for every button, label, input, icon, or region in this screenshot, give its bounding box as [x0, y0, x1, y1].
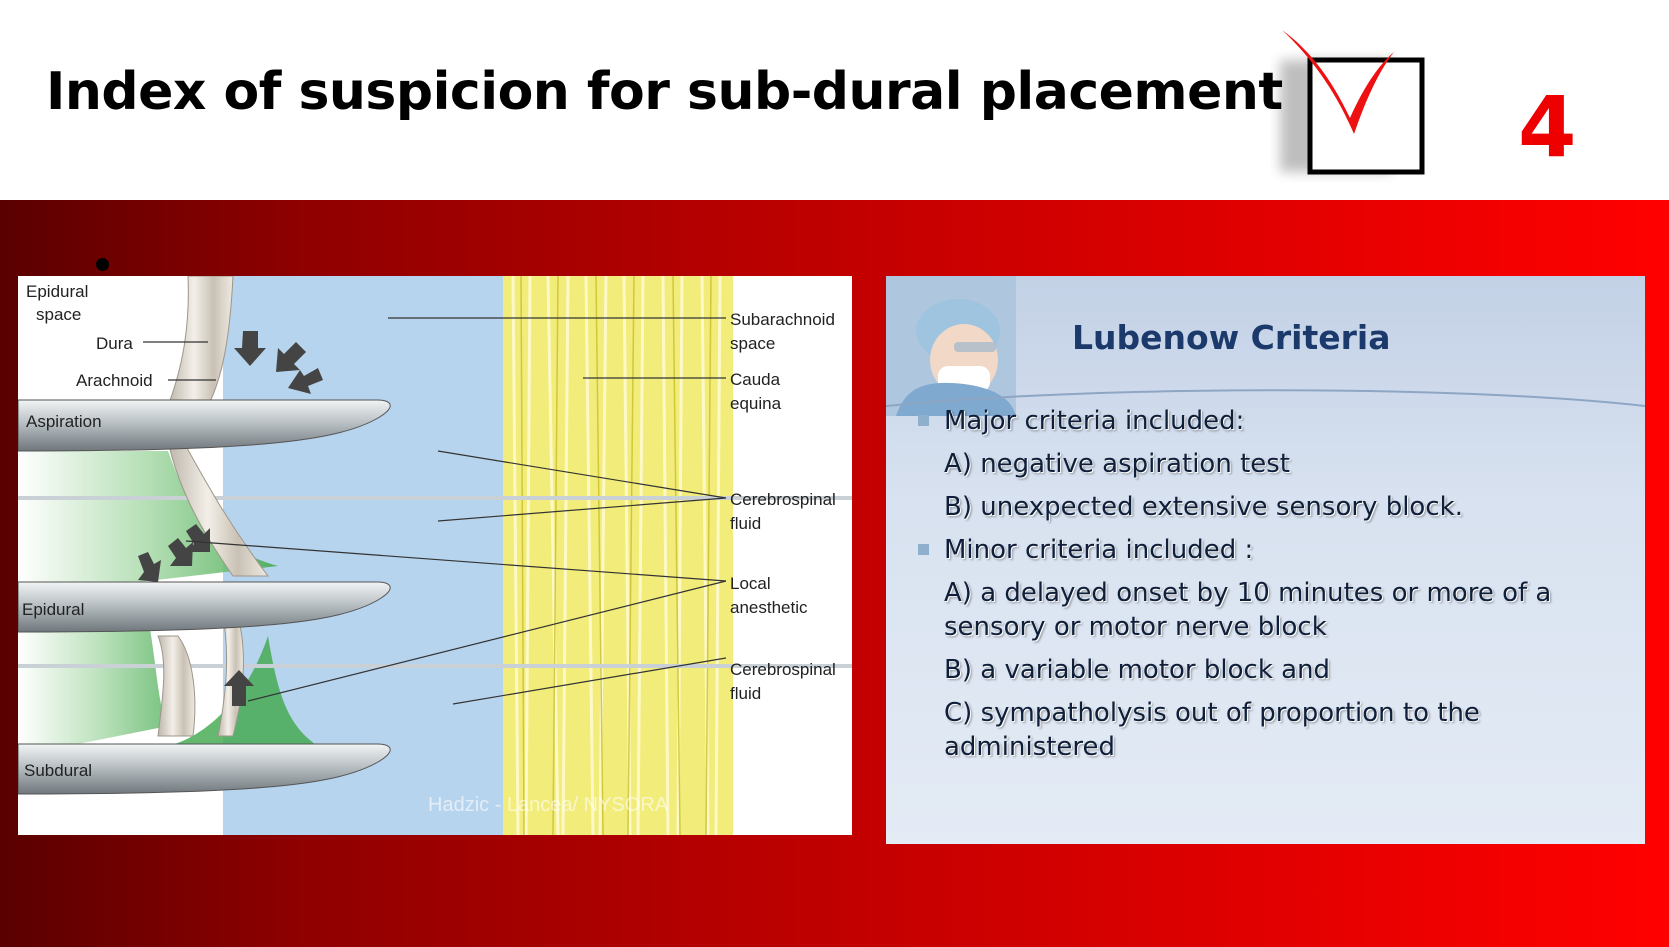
- arrow-icon: [288, 368, 323, 394]
- label-subarachnoid-2: space: [730, 334, 775, 353]
- arrow-icon: [168, 538, 193, 566]
- lubenow-title: Lubenow Criteria: [1072, 318, 1391, 357]
- label-local-2: anesthetic: [730, 598, 808, 617]
- label-epidural-space: Epidural: [26, 282, 88, 301]
- list-item: B) unexpected extensive sensory block.: [944, 492, 1463, 522]
- label-arachnoid: Arachnoid: [76, 371, 153, 390]
- arrow-icon: [276, 342, 306, 372]
- slide-title: Index of suspicion for sub-dural placeme…: [46, 62, 1283, 122]
- lubenow-inset: Lubenow Criteria Major criteria included…: [886, 276, 1645, 844]
- subdural-diagram: Epidural space Dura Arachnoid Aspiration…: [18, 276, 852, 835]
- label-epidural: Epidural: [22, 600, 84, 619]
- label-csf-b: Cerebrospinal: [730, 660, 836, 679]
- label-cauda: Cauda: [730, 370, 781, 389]
- label-subdural: Subdural: [24, 761, 92, 780]
- arrow-icon: [186, 524, 210, 552]
- watermark: Hadzic - Lancea/ NYSORA: [428, 794, 669, 816]
- list-item: A) negative aspiration test: [944, 449, 1290, 479]
- label-subarachnoid: Subarachnoid: [730, 310, 835, 329]
- label-csf-b-2: fluid: [730, 684, 761, 703]
- label-dura: Dura: [96, 334, 133, 353]
- label-aspiration: Aspiration: [26, 412, 102, 431]
- arrow-icon: [138, 552, 161, 582]
- needle-epidural: [18, 581, 391, 633]
- needle-subdural: [18, 743, 391, 795]
- label-csf: Cerebrospinal: [730, 490, 836, 509]
- arrow-icon: [234, 331, 266, 366]
- label-local: Local: [730, 574, 771, 593]
- cauda-equina: [503, 276, 733, 835]
- slide-header: Index of suspicion for sub-dural placeme…: [0, 0, 1669, 200]
- label-epidural-space-2: space: [36, 305, 81, 324]
- arrow-icon: [224, 670, 254, 706]
- label-cauda-2: equina: [730, 394, 782, 413]
- list-item: Major criteria included:: [918, 404, 1624, 438]
- needle-aspiration: [18, 399, 391, 452]
- criteria-list: Major criteria included: A) negative asp…: [918, 404, 1624, 773]
- epidural-anesthetic-area: [18, 451, 278, 596]
- bullet-dot: [96, 258, 109, 271]
- list-item: C) sympatholysis out of proportion to th…: [944, 698, 1480, 762]
- list-item: Minor criteria included :: [918, 533, 1624, 567]
- checkbox-check-icon: [1270, 22, 1440, 182]
- slide-number: 4: [1518, 78, 1577, 176]
- doctor-image: [886, 276, 1016, 416]
- subdural-anesthetic-area: [18, 616, 168, 756]
- list-item: A) a delayed onset by 10 minutes or more…: [944, 578, 1552, 642]
- list-item: B) a variable motor block and: [944, 655, 1331, 685]
- label-csf-2: fluid: [730, 514, 761, 533]
